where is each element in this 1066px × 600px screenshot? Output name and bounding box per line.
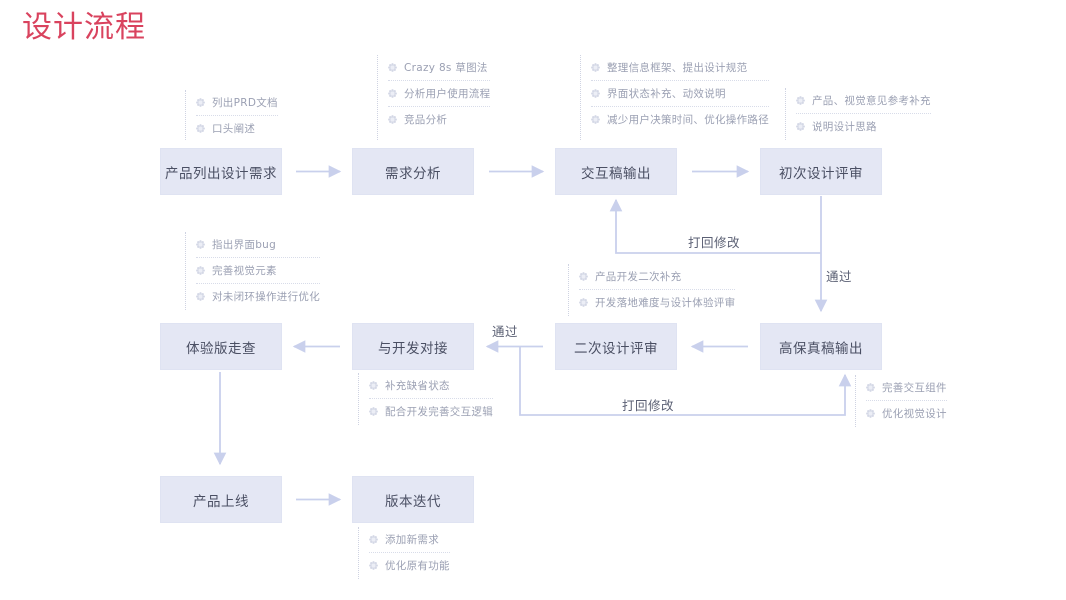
annotation-text: 列出PRD文档 [212, 97, 278, 109]
node-label: 版本迭代 [385, 493, 441, 510]
gear-bullet-icon [591, 89, 600, 98]
gear-bullet-icon [579, 272, 588, 281]
annotation-text: 添加新需求 [385, 534, 439, 546]
node-dev-handoff[interactable]: 与开发对接 [352, 323, 474, 370]
annotation-text: 产品开发二次补充 [595, 271, 682, 283]
annotation-item: 分析用户使用流程 [388, 80, 491, 106]
gear-bullet-icon [591, 115, 600, 124]
node-product-requirements[interactable]: 产品列出设计需求 [160, 148, 282, 195]
anno-requirement-analysis: Crazy 8s 草图法分析用户使用流程竞品分析 [377, 55, 491, 140]
node-requirement-analysis[interactable]: 需求分析 [352, 148, 474, 195]
annotation-text: 补充缺省状态 [385, 380, 450, 392]
page-title: 设计流程 [22, 10, 146, 45]
gear-bullet-icon [369, 407, 378, 416]
gear-bullet-icon [196, 240, 205, 249]
annotation-item: 界面状态补充、动效说明 [591, 80, 769, 106]
node-label: 产品上线 [193, 493, 249, 510]
node-label: 高保真稿输出 [779, 340, 863, 357]
annotation-text: 开发落地难度与设计体验评审 [595, 297, 736, 309]
annotation-item: 整理信息框架、提出设计规范 [591, 55, 769, 80]
annotation-item: 优化视觉设计 [866, 400, 947, 426]
annotation-text: 完善交互组件 [882, 382, 947, 394]
node-label: 与开发对接 [378, 340, 448, 357]
annotation-item: 列出PRD文档 [196, 90, 278, 115]
node-label: 二次设计评审 [574, 340, 658, 357]
annotation-text: 配合开发完善交互逻辑 [385, 406, 493, 418]
annotation-item: 口头阐述 [196, 115, 278, 141]
anno-version-iteration: 添加新需求优化原有功能 [358, 527, 450, 579]
anno-interaction-output: 整理信息框架、提出设计规范界面状态补充、动效说明减少用户决策时间、优化操作路径 [580, 55, 769, 140]
node-high-fidelity-output[interactable]: 高保真稿输出 [760, 323, 882, 370]
annotation-text: 说明设计思路 [812, 121, 877, 133]
annotation-item: 产品、视觉意见参考补充 [796, 88, 931, 113]
node-version-iteration[interactable]: 版本迭代 [352, 476, 474, 523]
edge-label-pass-right: 通过 [826, 269, 853, 284]
annotation-text: 分析用户使用流程 [404, 88, 491, 100]
annotation-item: 配合开发完善交互逻辑 [369, 398, 493, 424]
node-interaction-output[interactable]: 交互稿输出 [555, 148, 677, 195]
annotation-item: 减少用户决策时间、优化操作路径 [591, 106, 769, 132]
annotation-text: 完善视觉元素 [212, 265, 277, 277]
gear-bullet-icon [388, 63, 397, 72]
annotation-text: 产品、视觉意见参考补充 [812, 95, 931, 107]
annotation-item: 竞品分析 [388, 106, 491, 132]
annotation-item: Crazy 8s 草图法 [388, 55, 490, 80]
node-first-design-review[interactable]: 初次设计评审 [760, 148, 882, 195]
node-label: 产品列出设计需求 [165, 165, 277, 182]
annotation-text: 优化原有功能 [385, 560, 450, 572]
anno-first-design-review: 产品、视觉意见参考补充说明设计思路 [785, 88, 931, 140]
anno-dev-handoff: 补充缺省状态配合开发完善交互逻辑 [358, 373, 493, 425]
gear-bullet-icon [866, 409, 875, 418]
gear-bullet-icon [591, 63, 600, 72]
annotation-item: 对未闭环操作进行优化 [196, 283, 320, 309]
edge-label-reject-top: 打回修改 [688, 235, 741, 250]
annotation-text: 对未闭环操作进行优化 [212, 291, 320, 303]
annotation-item: 说明设计思路 [796, 113, 931, 139]
anno-high-fidelity-output: 完善交互组件优化视觉设计 [855, 375, 947, 427]
anno-product-requirements: 列出PRD文档口头阐述 [185, 90, 278, 140]
gear-bullet-icon [196, 98, 205, 107]
annotation-text: 优化视觉设计 [882, 408, 947, 420]
gear-bullet-icon [369, 561, 378, 570]
anno-experience-walkthrough: 指出界面bug 完善视觉元素对未闭环操作进行优化 [185, 232, 320, 310]
gear-bullet-icon [866, 383, 875, 392]
node-label: 初次设计评审 [779, 165, 863, 182]
annotation-text: 界面状态补充、动效说明 [607, 88, 726, 100]
annotation-item: 完善视觉元素 [196, 257, 320, 283]
gear-bullet-icon [369, 535, 378, 544]
annotation-text: 整理信息框架、提出设计规范 [607, 62, 748, 74]
gear-bullet-icon [796, 96, 805, 105]
node-product-launch[interactable]: 产品上线 [160, 476, 282, 523]
edge-label-pass-middle: 通过 [492, 324, 519, 339]
annotation-item: 补充缺省状态 [369, 373, 493, 398]
node-label: 交互稿输出 [581, 165, 651, 182]
node-label: 需求分析 [385, 165, 441, 182]
annotation-text: 指出界面bug [212, 239, 277, 251]
annotation-item: 指出界面bug [196, 232, 320, 257]
gear-bullet-icon [796, 122, 805, 131]
annotation-text: 竞品分析 [404, 114, 448, 126]
node-experience-walkthrough[interactable]: 体验版走查 [160, 323, 282, 370]
gear-bullet-icon [196, 266, 205, 275]
gear-bullet-icon [369, 381, 378, 390]
node-second-design-review[interactable]: 二次设计评审 [555, 323, 677, 370]
annotation-item: 完善交互组件 [866, 375, 947, 400]
edge-label-reject-bottom: 打回修改 [622, 398, 675, 413]
annotation-item: 添加新需求 [369, 527, 450, 552]
annotation-item: 开发落地难度与设计体验评审 [579, 289, 736, 315]
annotation-text: 减少用户决策时间、优化操作路径 [607, 114, 769, 126]
gear-bullet-icon [388, 89, 397, 98]
gear-bullet-icon [579, 298, 588, 307]
gear-bullet-icon [196, 292, 205, 301]
gear-bullet-icon [388, 115, 397, 124]
annotation-text: Crazy 8s 草图法 [404, 62, 488, 74]
node-label: 体验版走查 [186, 340, 256, 357]
annotation-text: 口头阐述 [212, 123, 256, 135]
annotation-item: 产品开发二次补充 [579, 264, 735, 289]
anno-second-design-review: 产品开发二次补充开发落地难度与设计体验评审 [568, 264, 736, 316]
gear-bullet-icon [196, 124, 205, 133]
annotation-item: 优化原有功能 [369, 552, 450, 578]
